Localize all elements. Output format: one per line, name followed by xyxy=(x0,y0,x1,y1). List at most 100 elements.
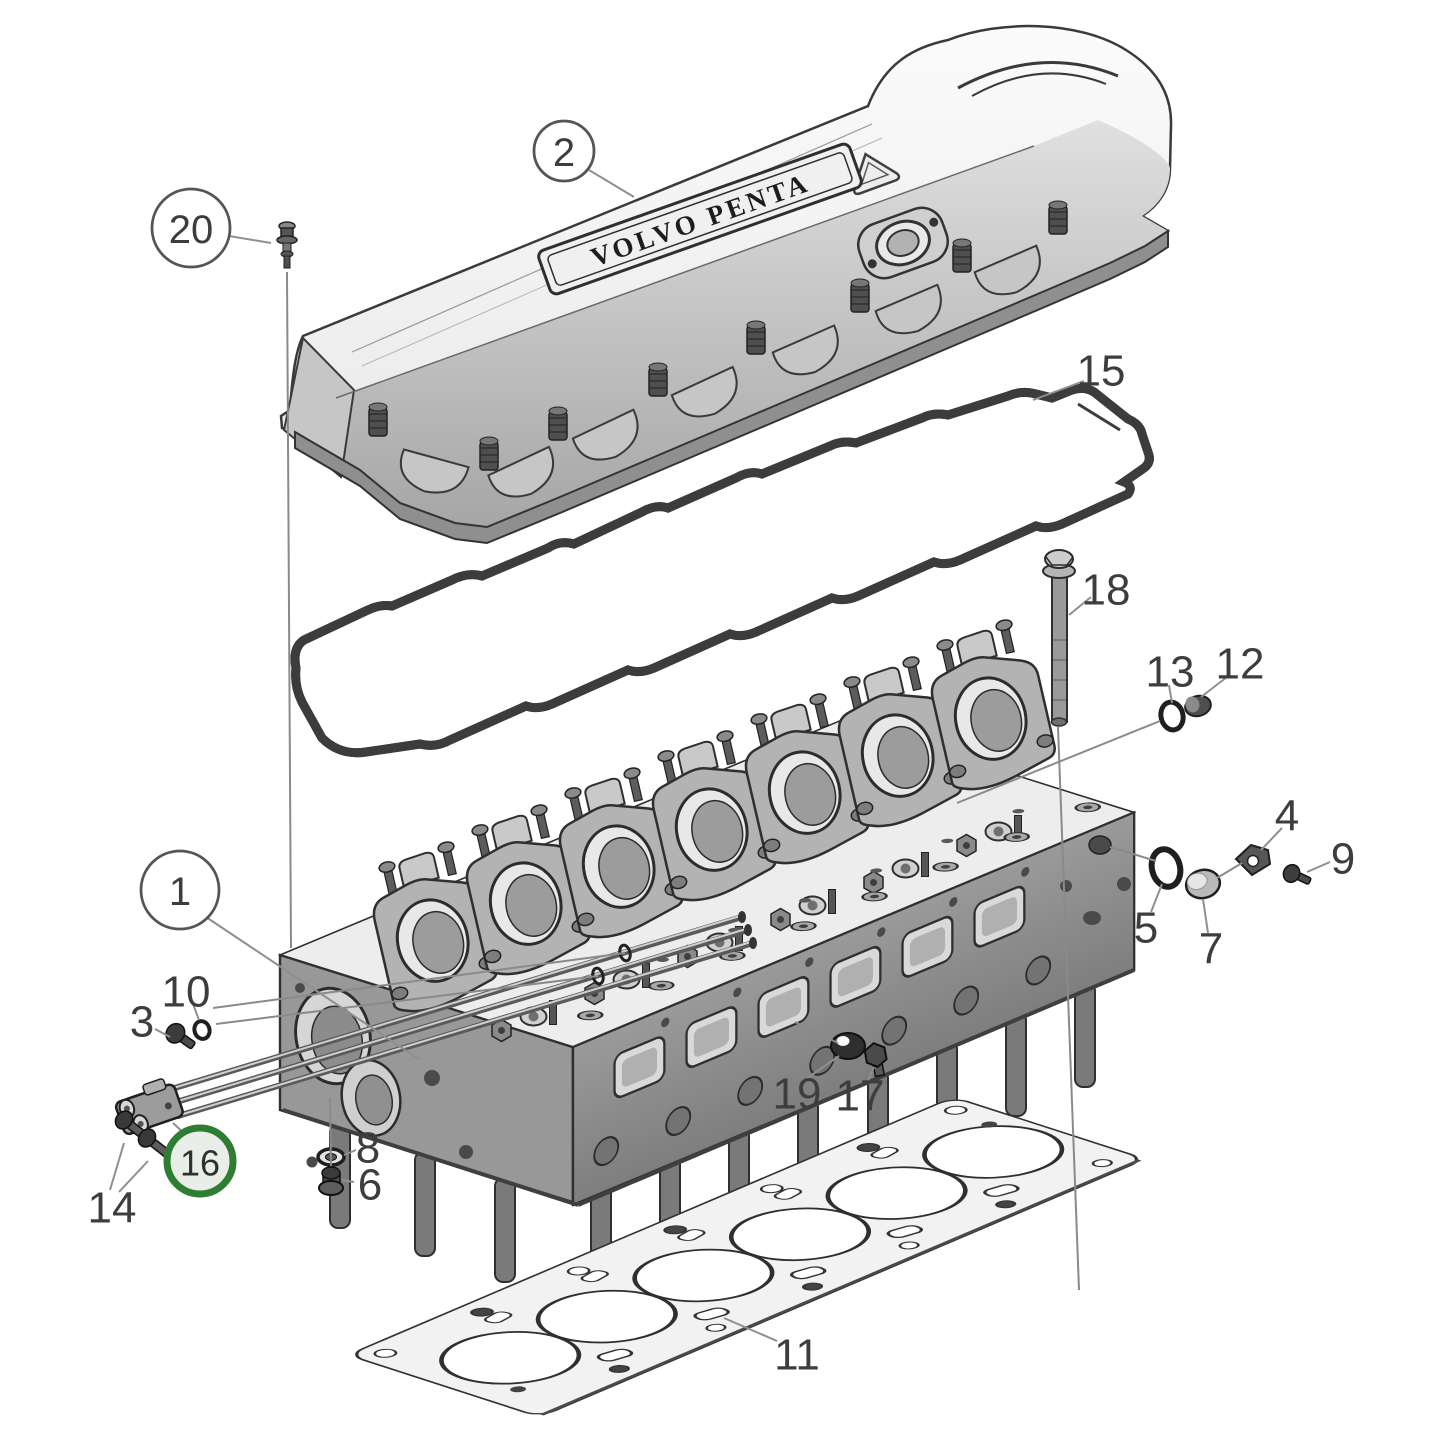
cover-breather-port xyxy=(857,206,949,280)
cover-scallop xyxy=(670,365,738,418)
callout-number: 17 xyxy=(836,1072,885,1121)
bearing-tower xyxy=(558,767,684,939)
cover-scallop xyxy=(571,408,639,461)
cover-ridge-line xyxy=(335,145,1035,399)
cover-hump-slot xyxy=(957,61,1119,90)
callout-18[interactable]: 18 xyxy=(1068,566,1131,616)
bolt-3 xyxy=(165,1022,196,1050)
cup-plug-7 xyxy=(1184,868,1222,900)
bearing-tower xyxy=(651,730,777,902)
callout-number: 4 xyxy=(1275,792,1299,841)
valve-gear-cluster xyxy=(770,889,836,932)
callout-leader xyxy=(228,235,272,244)
callout-4[interactable]: 4 xyxy=(1260,792,1299,851)
callout-circle[interactable] xyxy=(150,187,232,269)
callout-circle[interactable] xyxy=(532,119,596,183)
callout-number: 12 xyxy=(1216,640,1265,689)
callout-number: 10 xyxy=(162,968,211,1017)
cover-gasket-tab-slot xyxy=(1077,402,1121,432)
head-bottom-edge-left xyxy=(282,1108,579,1207)
callout-8[interactable]: 8 xyxy=(343,1124,380,1173)
bearing-tower xyxy=(372,841,498,1013)
cover-stud xyxy=(648,362,668,397)
callout-leader xyxy=(154,1028,171,1038)
head-gasket xyxy=(355,1099,1142,1416)
cover-scallop xyxy=(487,445,554,498)
callout-5[interactable]: 5 xyxy=(1134,883,1163,953)
valve-cover-front-face xyxy=(295,120,1170,527)
assembly-line xyxy=(329,1097,332,1167)
callout-number: 2 xyxy=(553,131,575,175)
head-stud xyxy=(1074,982,1096,1088)
callout-10[interactable]: 10 xyxy=(162,968,211,1021)
callout-highlight-circle[interactable] xyxy=(163,1124,237,1198)
callout-20[interactable]: 20 xyxy=(150,187,272,269)
callout-leader xyxy=(723,1317,778,1342)
cover-stud xyxy=(1048,200,1068,235)
callout-7[interactable]: 7 xyxy=(1199,898,1223,974)
callout-leader xyxy=(1150,883,1163,913)
callout-leader xyxy=(1168,684,1173,704)
head-bearing-towers xyxy=(372,619,1056,1013)
head-right-end-holes xyxy=(1060,835,1131,925)
callout-number: 18 xyxy=(1082,566,1131,615)
cover-stud xyxy=(746,320,766,355)
clamp-4 xyxy=(1234,843,1272,877)
callout-number: 15 xyxy=(1077,347,1126,396)
bolt-18 xyxy=(1042,549,1076,727)
callout-circle[interactable] xyxy=(139,849,221,931)
head-stud xyxy=(1005,1011,1027,1117)
callout-leader xyxy=(118,1160,149,1193)
head-gasket-plate xyxy=(355,1099,1142,1416)
assembly-line xyxy=(1109,846,1157,862)
nut-17 xyxy=(863,1042,888,1078)
callout-number: 9 xyxy=(1331,835,1355,884)
callout-9[interactable]: 9 xyxy=(1306,835,1355,884)
callout-14[interactable]: 14 xyxy=(88,1142,149,1233)
callout-leader xyxy=(805,1055,840,1080)
callout-16[interactable]: 16 xyxy=(163,1122,237,1198)
cover-scallop xyxy=(973,244,1041,296)
callout-number: 19 xyxy=(773,1070,822,1119)
callout-leader xyxy=(1306,861,1331,873)
assembly-line xyxy=(1216,862,1243,879)
callout-1[interactable]: 1 xyxy=(139,849,421,1061)
callout-13[interactable]: 13 xyxy=(1146,648,1195,704)
cover-stud xyxy=(368,402,388,437)
callout-number: 13 xyxy=(1146,648,1195,697)
callout-15[interactable]: 15 xyxy=(1032,347,1126,401)
small-parts xyxy=(276,221,1312,1196)
cover-stud xyxy=(548,406,568,441)
cylinder-head xyxy=(277,619,1137,1290)
callout-number: 16 xyxy=(180,1143,220,1184)
callout-12[interactable]: 12 xyxy=(1200,640,1265,698)
callout-17[interactable]: 17 xyxy=(836,1066,885,1121)
assembly-line xyxy=(1057,726,1080,1291)
head-stud xyxy=(414,1151,436,1257)
callout-leader xyxy=(109,1142,125,1191)
callout-6[interactable]: 6 xyxy=(341,1161,382,1210)
callout-11[interactable]: 11 xyxy=(723,1317,820,1380)
callout-leader xyxy=(1068,596,1092,616)
callout-leader xyxy=(1032,380,1085,401)
cover-scallop xyxy=(874,283,942,335)
head-bottom-edge-front xyxy=(577,968,1135,1207)
plug-6 xyxy=(318,1166,344,1196)
assembly-line xyxy=(212,952,626,1009)
cover-flange xyxy=(294,229,1169,545)
oring-10 xyxy=(192,1019,212,1041)
cover-scallop xyxy=(399,448,470,494)
callout-leader xyxy=(1202,898,1209,934)
callout-leader xyxy=(192,1003,200,1021)
cover-scallop xyxy=(771,324,839,376)
bearing-tower xyxy=(930,619,1056,791)
seal-ring-5 xyxy=(1148,846,1184,890)
callout-19[interactable]: 19 xyxy=(773,1055,840,1119)
callout-3[interactable]: 3 xyxy=(130,998,171,1047)
callout-2[interactable]: 2 xyxy=(532,119,635,198)
cover-stud xyxy=(479,436,499,471)
cover-gasket xyxy=(295,388,1149,752)
